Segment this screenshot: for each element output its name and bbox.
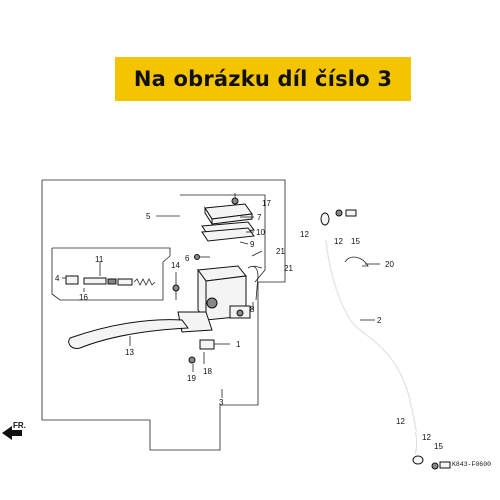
master-cylinder-body (177, 265, 251, 333)
label-part-8: 8 (250, 305, 255, 314)
brake-hose (320, 212, 424, 465)
title-banner: Na obrázku díl číslo 3 (115, 57, 411, 101)
switch-1 (199, 339, 215, 350)
label-part-15b: 15 (434, 442, 443, 451)
label-part-19: 19 (187, 374, 196, 383)
hose-clamp-20 (344, 256, 369, 267)
label-part-18: 18 (203, 367, 212, 376)
part-labels: 1 2 3 4 5 6 7 8 9 10 11 12 12 12 12 13 1… (55, 199, 443, 451)
bracket-8 (247, 266, 259, 301)
reservoir-cap (204, 193, 253, 226)
direction-label: FR. (13, 421, 26, 430)
label-part-4: 4 (55, 274, 60, 283)
label-part-21b: 21 (284, 264, 293, 273)
piston-kit (65, 275, 156, 286)
drawing-code: K843-F0600 (452, 461, 491, 468)
label-part-12b: 12 (334, 237, 343, 246)
label-part-20: 20 (385, 260, 394, 269)
piston-kit-frame (51, 247, 171, 301)
screw-6 (194, 254, 200, 260)
label-part-16: 16 (79, 293, 88, 302)
label-part-12a: 12 (300, 230, 309, 239)
label-part-12c: 12 (396, 417, 405, 426)
label-part-15a: 15 (351, 237, 360, 246)
label-part-3: 3 (219, 398, 224, 407)
label-part-7: 7 (257, 213, 262, 222)
label-part-9: 9 (250, 240, 255, 249)
label-part-2: 2 (377, 316, 382, 325)
assembly-frame (41, 179, 286, 451)
label-part-17: 17 (262, 199, 271, 208)
label-part-10: 10 (256, 228, 265, 237)
brake-lever (68, 319, 189, 349)
banner-text: Na obrázku díl číslo 3 (133, 67, 393, 91)
arrow-left-icon (2, 426, 22, 440)
nut-19 (188, 356, 196, 364)
front-direction-indicator: FR. (2, 421, 26, 440)
label-part-12d: 12 (422, 433, 431, 442)
label-part-1: 1 (236, 340, 241, 349)
label-part-11: 11 (95, 255, 104, 264)
reservoir-frame (180, 194, 266, 283)
label-part-6: 6 (185, 254, 190, 263)
label-part-5: 5 (146, 212, 151, 221)
bolt-14 (172, 284, 180, 292)
leader-lines (62, 202, 380, 398)
label-part-13: 13 (125, 348, 134, 357)
label-part-21a: 21 (276, 247, 285, 256)
diaphragm-plate (201, 221, 255, 242)
label-part-14: 14 (171, 261, 180, 270)
